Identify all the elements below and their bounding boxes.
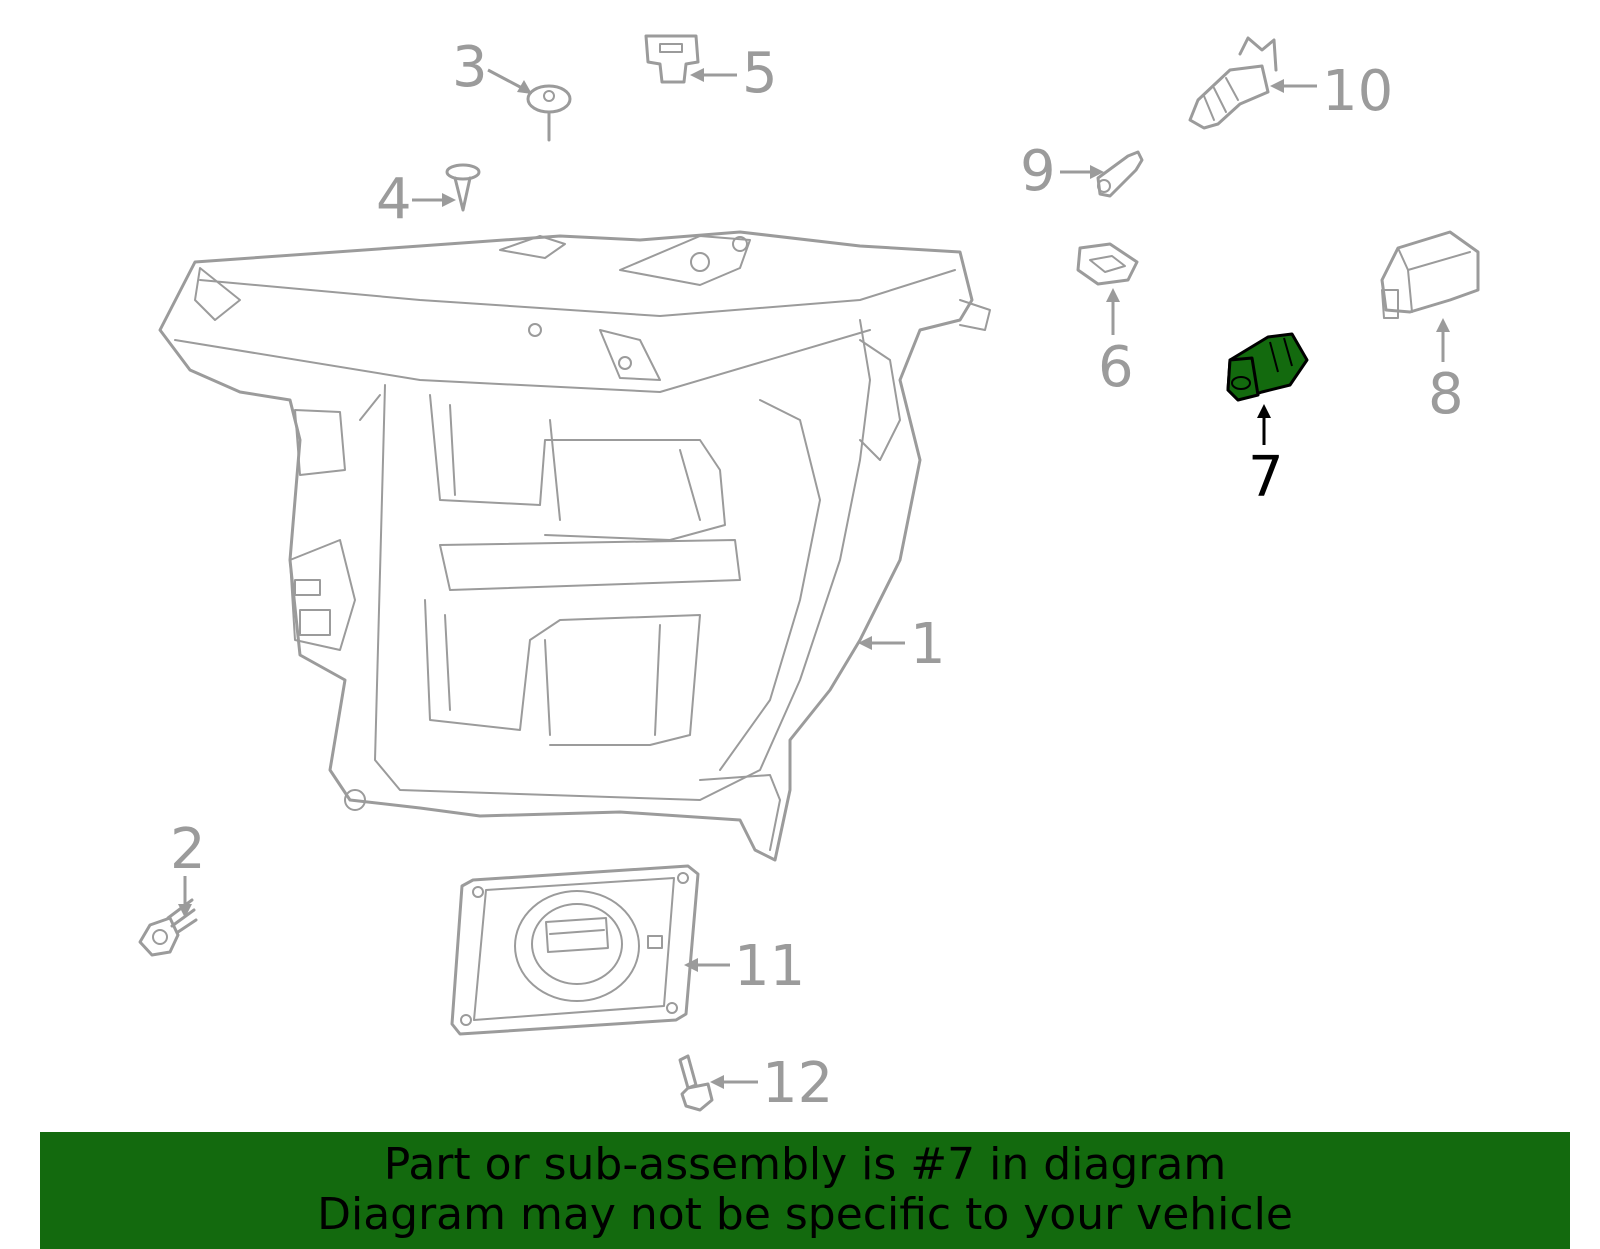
grommet-6[interactable] <box>1076 242 1139 286</box>
clip-5[interactable] <box>644 34 700 84</box>
cover-plate-11[interactable] <box>450 864 700 1036</box>
banner-line-2: Diagram may not be specific to your vehi… <box>317 1189 1293 1240</box>
callout-4: 4 <box>376 167 412 232</box>
callout-10: 10 <box>1322 59 1393 124</box>
callout-6: 6 <box>1098 335 1134 400</box>
bolt-2[interactable] <box>138 898 198 957</box>
leader-lines <box>178 68 1450 1089</box>
bolt-12[interactable] <box>678 1054 714 1112</box>
callout-7: 7 <box>1248 445 1284 510</box>
callout-labels: 1 2 3 4 5 6 7 8 9 10 11 12 <box>170 35 1464 1116</box>
socket-8[interactable] <box>1380 230 1480 319</box>
headlamp-assembly[interactable] <box>158 230 991 862</box>
banner-line-1: Part or sub-assembly is #7 in diagram <box>383 1139 1227 1190</box>
callout-8: 8 <box>1428 362 1464 427</box>
callout-1: 1 <box>910 612 946 677</box>
callout-9: 9 <box>1020 139 1056 204</box>
socket-7[interactable] <box>1226 332 1309 402</box>
callout-2: 2 <box>170 817 206 882</box>
push-pin-4[interactable] <box>445 163 481 212</box>
bulb-10[interactable] <box>1188 36 1278 130</box>
info-banner: Part or sub-assembly is #7 in diagram Di… <box>40 1132 1570 1249</box>
screw-3[interactable] <box>526 84 572 142</box>
callout-3: 3 <box>452 35 488 100</box>
callout-11: 11 <box>734 934 805 999</box>
bulb-9[interactable] <box>1096 150 1144 198</box>
callout-5: 5 <box>742 41 778 106</box>
callout-12: 12 <box>762 1051 833 1116</box>
